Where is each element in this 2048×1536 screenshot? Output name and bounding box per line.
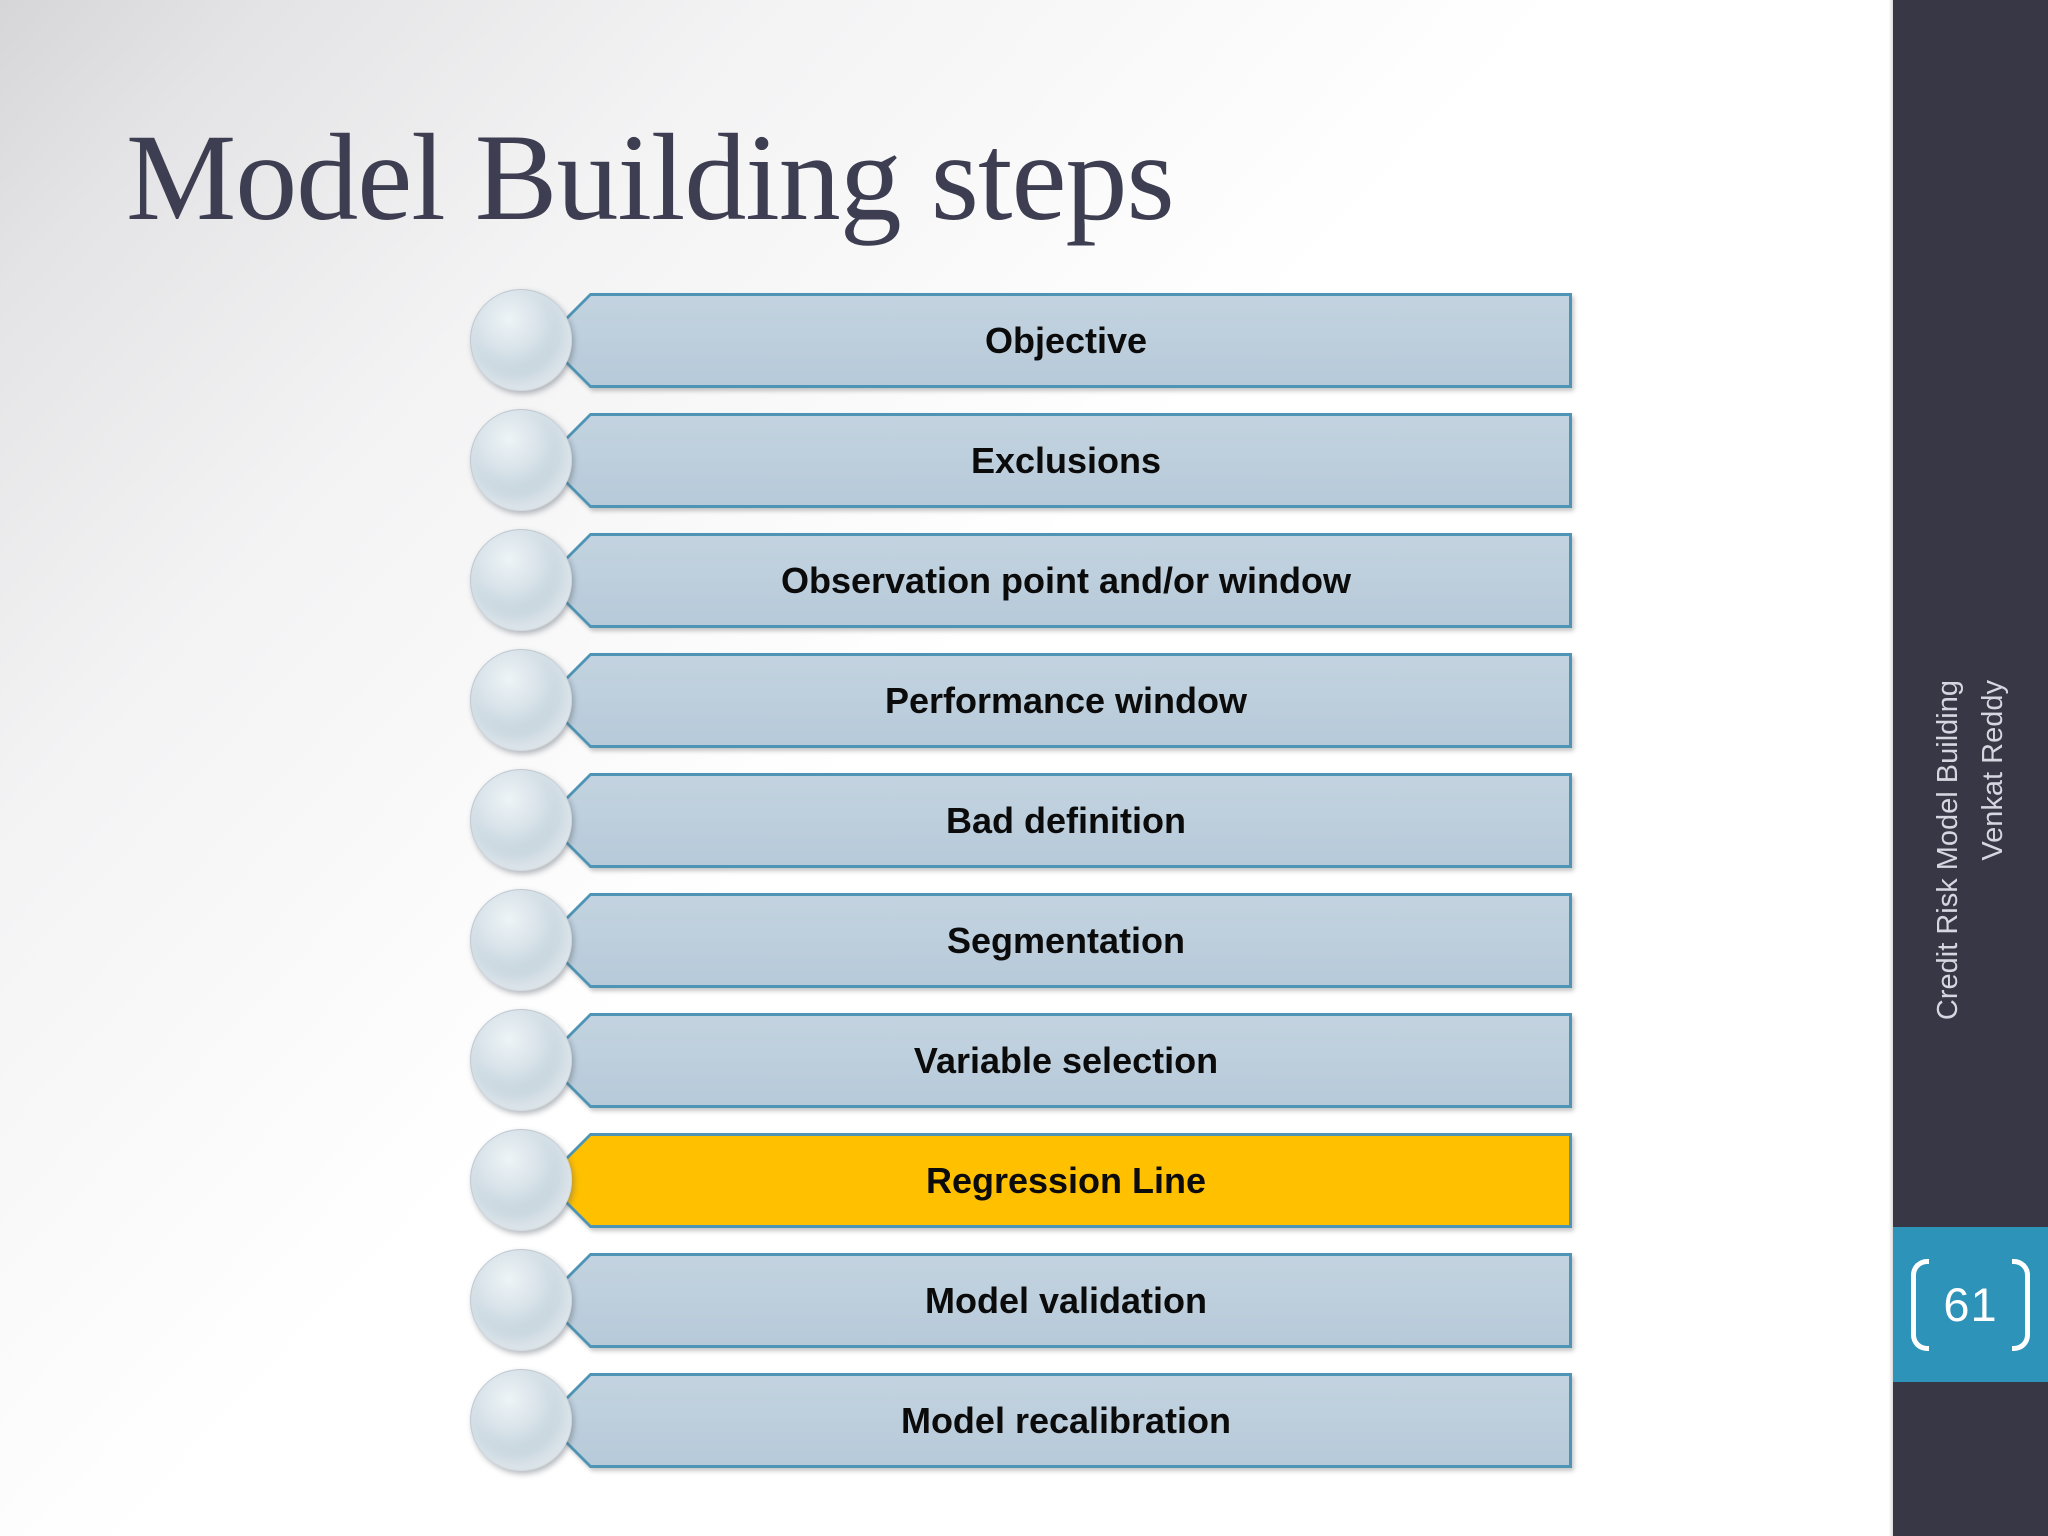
footer-author: Venkat Reddy xyxy=(1976,680,2009,861)
step-bar xyxy=(560,773,1572,868)
footer-course-title: Credit Risk Model Building xyxy=(1931,680,1964,1021)
step-row-highlighted: Regression Line xyxy=(470,1129,1575,1231)
step-label: Regression Line xyxy=(925,1159,1207,1201)
step-row: Segmentation xyxy=(470,889,1575,991)
sphere-bullet-icon xyxy=(470,409,572,511)
page-number-box: 61 xyxy=(1893,1227,2048,1382)
step-bar xyxy=(560,1133,1572,1228)
step-bar xyxy=(560,653,1572,748)
step-bar xyxy=(560,1373,1572,1468)
step-row: Variable selection xyxy=(470,1009,1575,1111)
page-number: 61 xyxy=(1943,1278,1998,1331)
step-label: Observation point and/or window xyxy=(780,559,1351,601)
step-row: Bad definition xyxy=(470,769,1575,871)
step-label: Model recalibration xyxy=(900,1399,1232,1441)
right-bracket-icon xyxy=(2011,1258,2030,1351)
step-row: Objective xyxy=(470,289,1575,391)
step-row: Model validation xyxy=(470,1249,1575,1351)
sphere-bullet-icon xyxy=(470,649,572,751)
step-label: Model validation xyxy=(924,1279,1208,1321)
step-bar xyxy=(560,1013,1572,1108)
step-label: Segmentation xyxy=(946,919,1186,961)
step-row: Exclusions xyxy=(470,409,1575,511)
process-steps-diagram: Objective Exclusions Observation point a… xyxy=(470,289,1575,1493)
step-bar xyxy=(560,293,1572,388)
sidebar-footer-text: Credit Risk Model Building Venkat Reddy xyxy=(1926,680,2016,1320)
sphere-bullet-icon xyxy=(470,529,572,631)
slide-edge-shadow xyxy=(1889,0,1893,1536)
step-row: Performance window xyxy=(470,649,1575,751)
sphere-bullet-icon xyxy=(470,889,572,991)
step-bar xyxy=(560,893,1572,988)
sphere-bullet-icon xyxy=(470,769,572,871)
step-row: Model recalibration xyxy=(470,1369,1575,1471)
step-label: Bad definition xyxy=(946,799,1186,841)
sidebar: Credit Risk Model Building Venkat Reddy … xyxy=(1893,0,2048,1536)
step-row: Observation point and/or window xyxy=(470,529,1575,631)
sphere-bullet-icon xyxy=(470,1129,572,1231)
sphere-bullet-icon xyxy=(470,289,572,391)
sphere-bullet-icon xyxy=(470,1369,572,1471)
step-label: Objective xyxy=(984,319,1148,361)
left-bracket-icon xyxy=(1911,1258,1930,1351)
step-bar xyxy=(560,1253,1572,1348)
step-bar xyxy=(560,413,1572,508)
step-label: Variable selection xyxy=(913,1039,1219,1081)
slide-title: Model Building steps xyxy=(126,109,1175,246)
step-label: Performance window xyxy=(884,679,1248,721)
sphere-bullet-icon xyxy=(470,1249,572,1351)
sphere-bullet-icon xyxy=(470,1009,572,1111)
step-bar xyxy=(560,533,1572,628)
step-label: Exclusions xyxy=(970,439,1162,481)
